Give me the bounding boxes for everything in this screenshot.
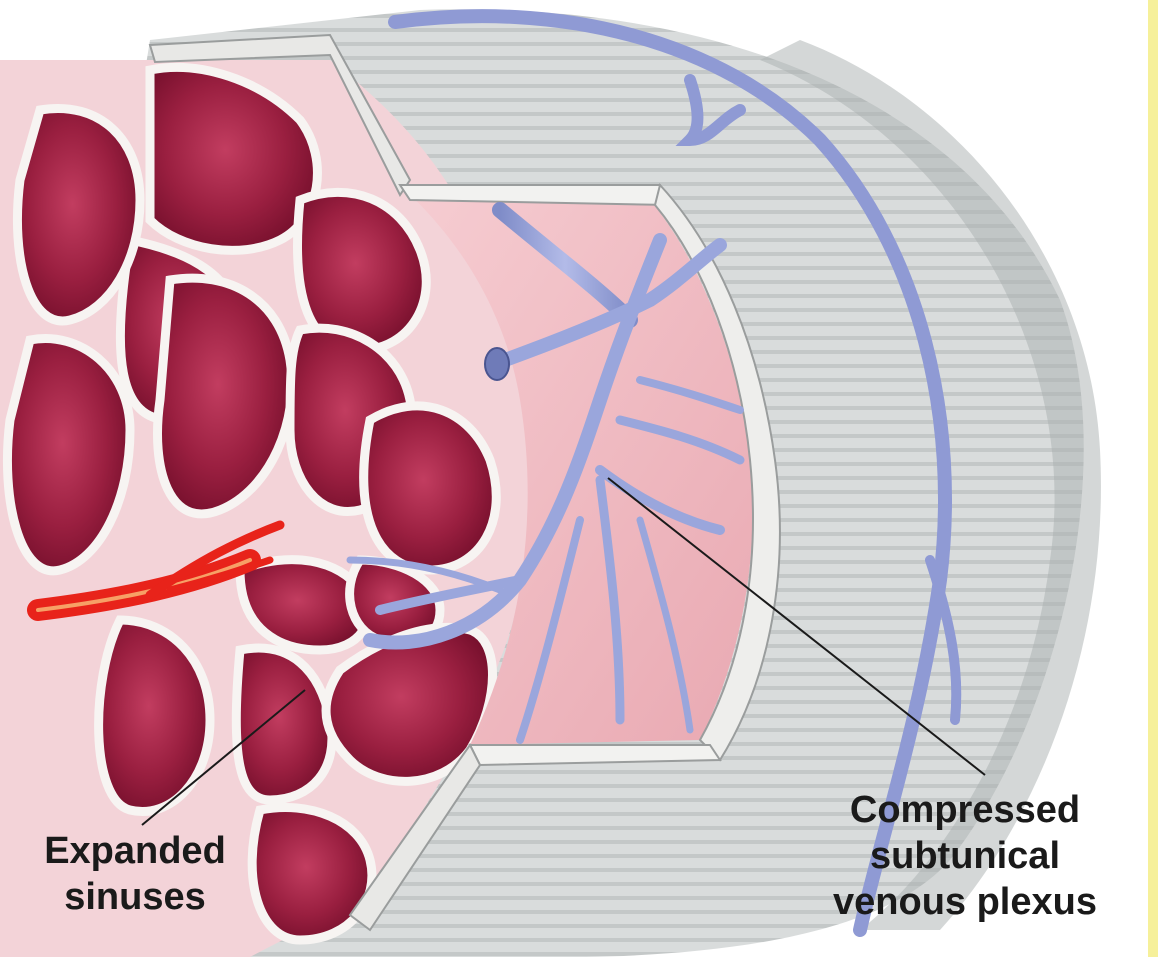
cut-vein-opening bbox=[485, 348, 509, 380]
label-expanded-line-2: sinuses bbox=[10, 874, 260, 920]
label-expanded-sinuses: Expanded sinuses bbox=[10, 828, 260, 920]
label-compressed-line-1: Compressed bbox=[800, 787, 1130, 833]
label-compressed-line-3: venous plexus bbox=[800, 879, 1130, 925]
label-compressed-line-2: subtunical bbox=[800, 833, 1130, 879]
page-edge-strip bbox=[1148, 0, 1158, 957]
label-compressed-venous-plexus: Compressed subtunical venous plexus bbox=[800, 787, 1130, 925]
label-expanded-line-1: Expanded bbox=[10, 828, 260, 874]
